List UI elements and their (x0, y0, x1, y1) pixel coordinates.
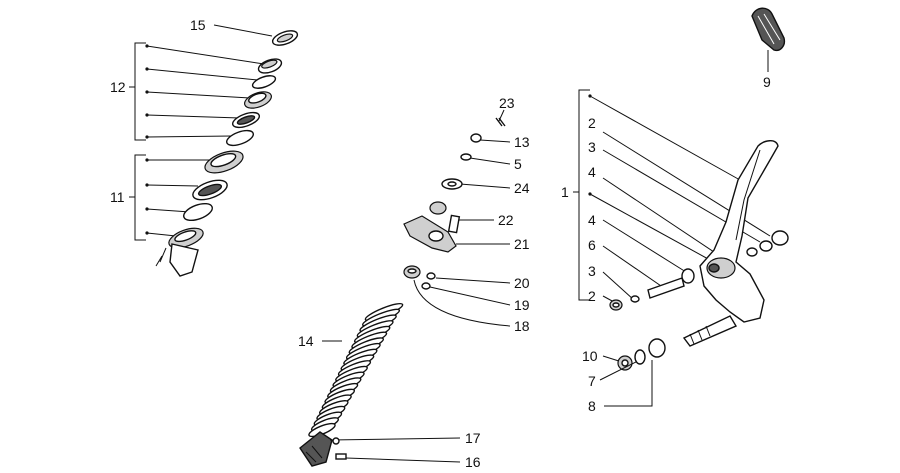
pedal-shaft (682, 315, 738, 347)
steering-tube-base (155, 227, 204, 277)
bracket-11 (134, 154, 146, 241)
bush-2-upper (771, 230, 789, 246)
callout-17: 17 (465, 430, 481, 446)
callout-3-upper: 3 (588, 139, 596, 155)
callout-10: 10 (582, 348, 598, 364)
callout-13: 13 (514, 134, 530, 150)
pin-22 (447, 214, 461, 234)
spring-group (299, 302, 461, 467)
callout-18: 18 (514, 318, 530, 334)
washer-5 (460, 153, 472, 161)
callout-15: 15 (190, 17, 206, 33)
lower-ball-race (192, 179, 228, 201)
callout-5: 5 (514, 156, 522, 172)
washer-3-lower (630, 295, 640, 303)
center-small-parts (403, 109, 511, 327)
washer-7 (634, 349, 646, 365)
bolt-17 (332, 437, 340, 445)
suspension-spring-14 (308, 302, 404, 438)
pedal-rubber-9 (751, 7, 786, 52)
washer-4-lower (681, 268, 695, 284)
washer-3-upper (759, 240, 773, 252)
callout-8: 8 (588, 398, 596, 414)
lock-washer (251, 75, 277, 89)
upper-ring-nut (257, 58, 283, 74)
callout-19: 19 (514, 297, 530, 313)
callout-12: 12 (110, 79, 126, 95)
bracket-12 (134, 42, 146, 141)
callout-23: 23 (499, 95, 515, 111)
spring-bottom-mount (299, 431, 333, 467)
callout-20: 20 (514, 275, 530, 291)
bush (429, 201, 447, 215)
callout-6: 6 (588, 237, 596, 253)
callout-22: 22 (498, 212, 514, 228)
lower-cone (183, 202, 213, 222)
upper-cup (244, 91, 272, 109)
callout-4-upper: 4 (588, 164, 596, 180)
callout-16: 16 (465, 454, 481, 470)
callout-4-lower: 4 (588, 212, 596, 228)
callout-2-lower: 2 (588, 288, 596, 304)
callout-3-lower: 3 (588, 263, 596, 279)
callout-24: 24 (514, 180, 530, 196)
callout-11: 11 (110, 189, 125, 205)
pin-20 (426, 272, 436, 280)
callout-9: 9 (763, 74, 771, 90)
pin-6 (647, 277, 685, 299)
bracket-1 (578, 89, 590, 301)
o-ring-8 (648, 338, 666, 358)
callout-7: 7 (588, 373, 596, 389)
callout-14: 14 (298, 333, 314, 349)
callout-labels: 15 12 11 14 17 16 23 13 5 24 22 21 20 19… (110, 17, 771, 470)
split-pin-23 (495, 117, 506, 127)
screw-16 (335, 453, 347, 460)
lower-cup (204, 150, 244, 174)
callout-21: 21 (514, 236, 530, 252)
upper-ball-race (231, 111, 261, 129)
nut-13 (470, 133, 482, 143)
brake-pedal-group (573, 7, 789, 407)
ring-nut-15 (271, 30, 299, 46)
washer-4 (746, 247, 758, 257)
steering-bearing-group (129, 24, 299, 277)
callout-2-upper: 2 (588, 115, 596, 131)
brake-pedal-lever (699, 140, 779, 323)
washer-19 (421, 282, 431, 290)
callout-1: 1 (561, 184, 569, 200)
upper-cone (225, 129, 255, 147)
